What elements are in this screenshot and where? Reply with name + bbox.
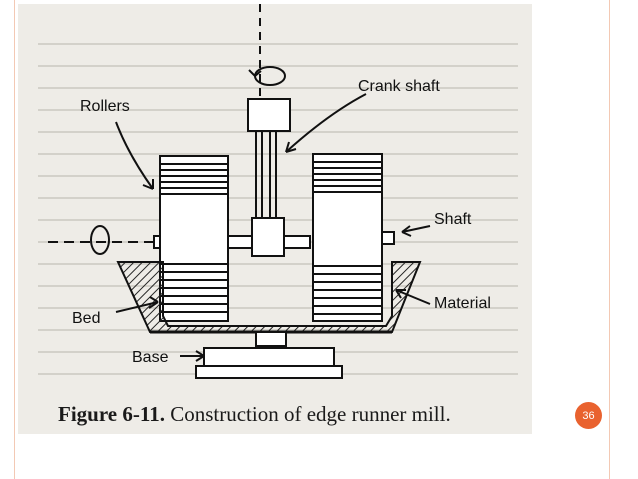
right-roller — [312, 153, 383, 322]
label-rollers: Rollers — [80, 98, 130, 115]
label-bed: Bed — [72, 310, 101, 327]
vertical-axis — [248, 4, 286, 104]
page-number-badge: 36 — [575, 402, 602, 429]
label-shaft: Shaft — [434, 211, 472, 228]
slide-frame — [14, 0, 610, 479]
diagram-photo: Rollers Crank shaft Shaft Material Bed B… — [18, 4, 532, 434]
crank-shaft — [247, 98, 291, 257]
caption-number: Figure 6-11. — [58, 402, 165, 426]
label-material: Material — [434, 295, 491, 312]
label-crank-shaft: Crank shaft — [358, 78, 440, 95]
caption-text: Construction of edge runner mill. — [164, 402, 451, 426]
mill-base — [195, 331, 343, 379]
figure-caption: Figure 6-11. Construction of edge runner… — [58, 402, 528, 427]
background-texture — [38, 43, 518, 375]
label-pointers — [115, 93, 431, 362]
label-base: Base — [132, 349, 169, 366]
left-roller — [159, 155, 229, 322]
edge-runner-mill-drawing — [38, 4, 518, 379]
